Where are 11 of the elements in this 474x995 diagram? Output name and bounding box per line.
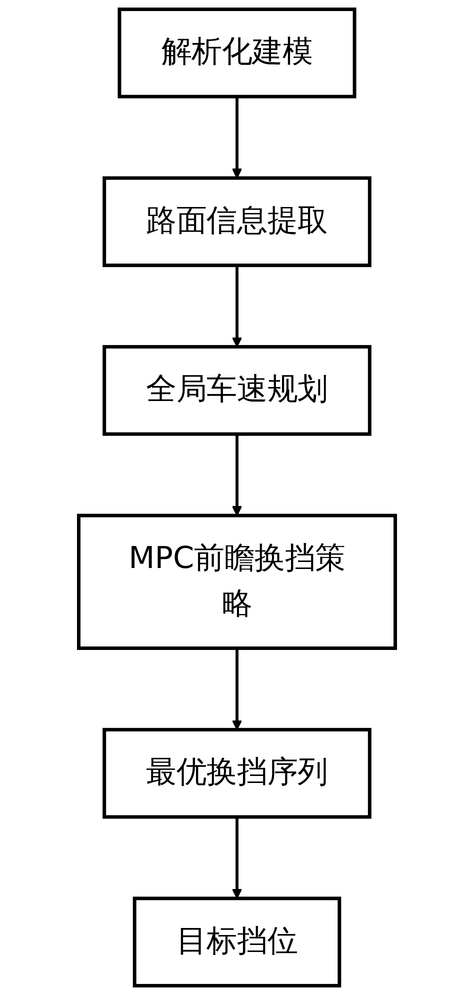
node-box: MPC前瞻换挡策略 bbox=[76, 514, 398, 650]
node-box: 最优换挡序列 bbox=[102, 728, 372, 819]
arrow bbox=[232, 816, 242, 899]
node-box: 全局车速规划 bbox=[102, 345, 372, 436]
node-box: 目标挡位 bbox=[132, 896, 342, 988]
arrow bbox=[232, 96, 242, 179]
arrow bbox=[232, 434, 242, 516]
node-box: 路面信息提取 bbox=[102, 176, 372, 268]
arrow bbox=[232, 265, 242, 348]
arrow bbox=[232, 648, 242, 730]
node-box: 解析化建模 bbox=[118, 8, 356, 98]
